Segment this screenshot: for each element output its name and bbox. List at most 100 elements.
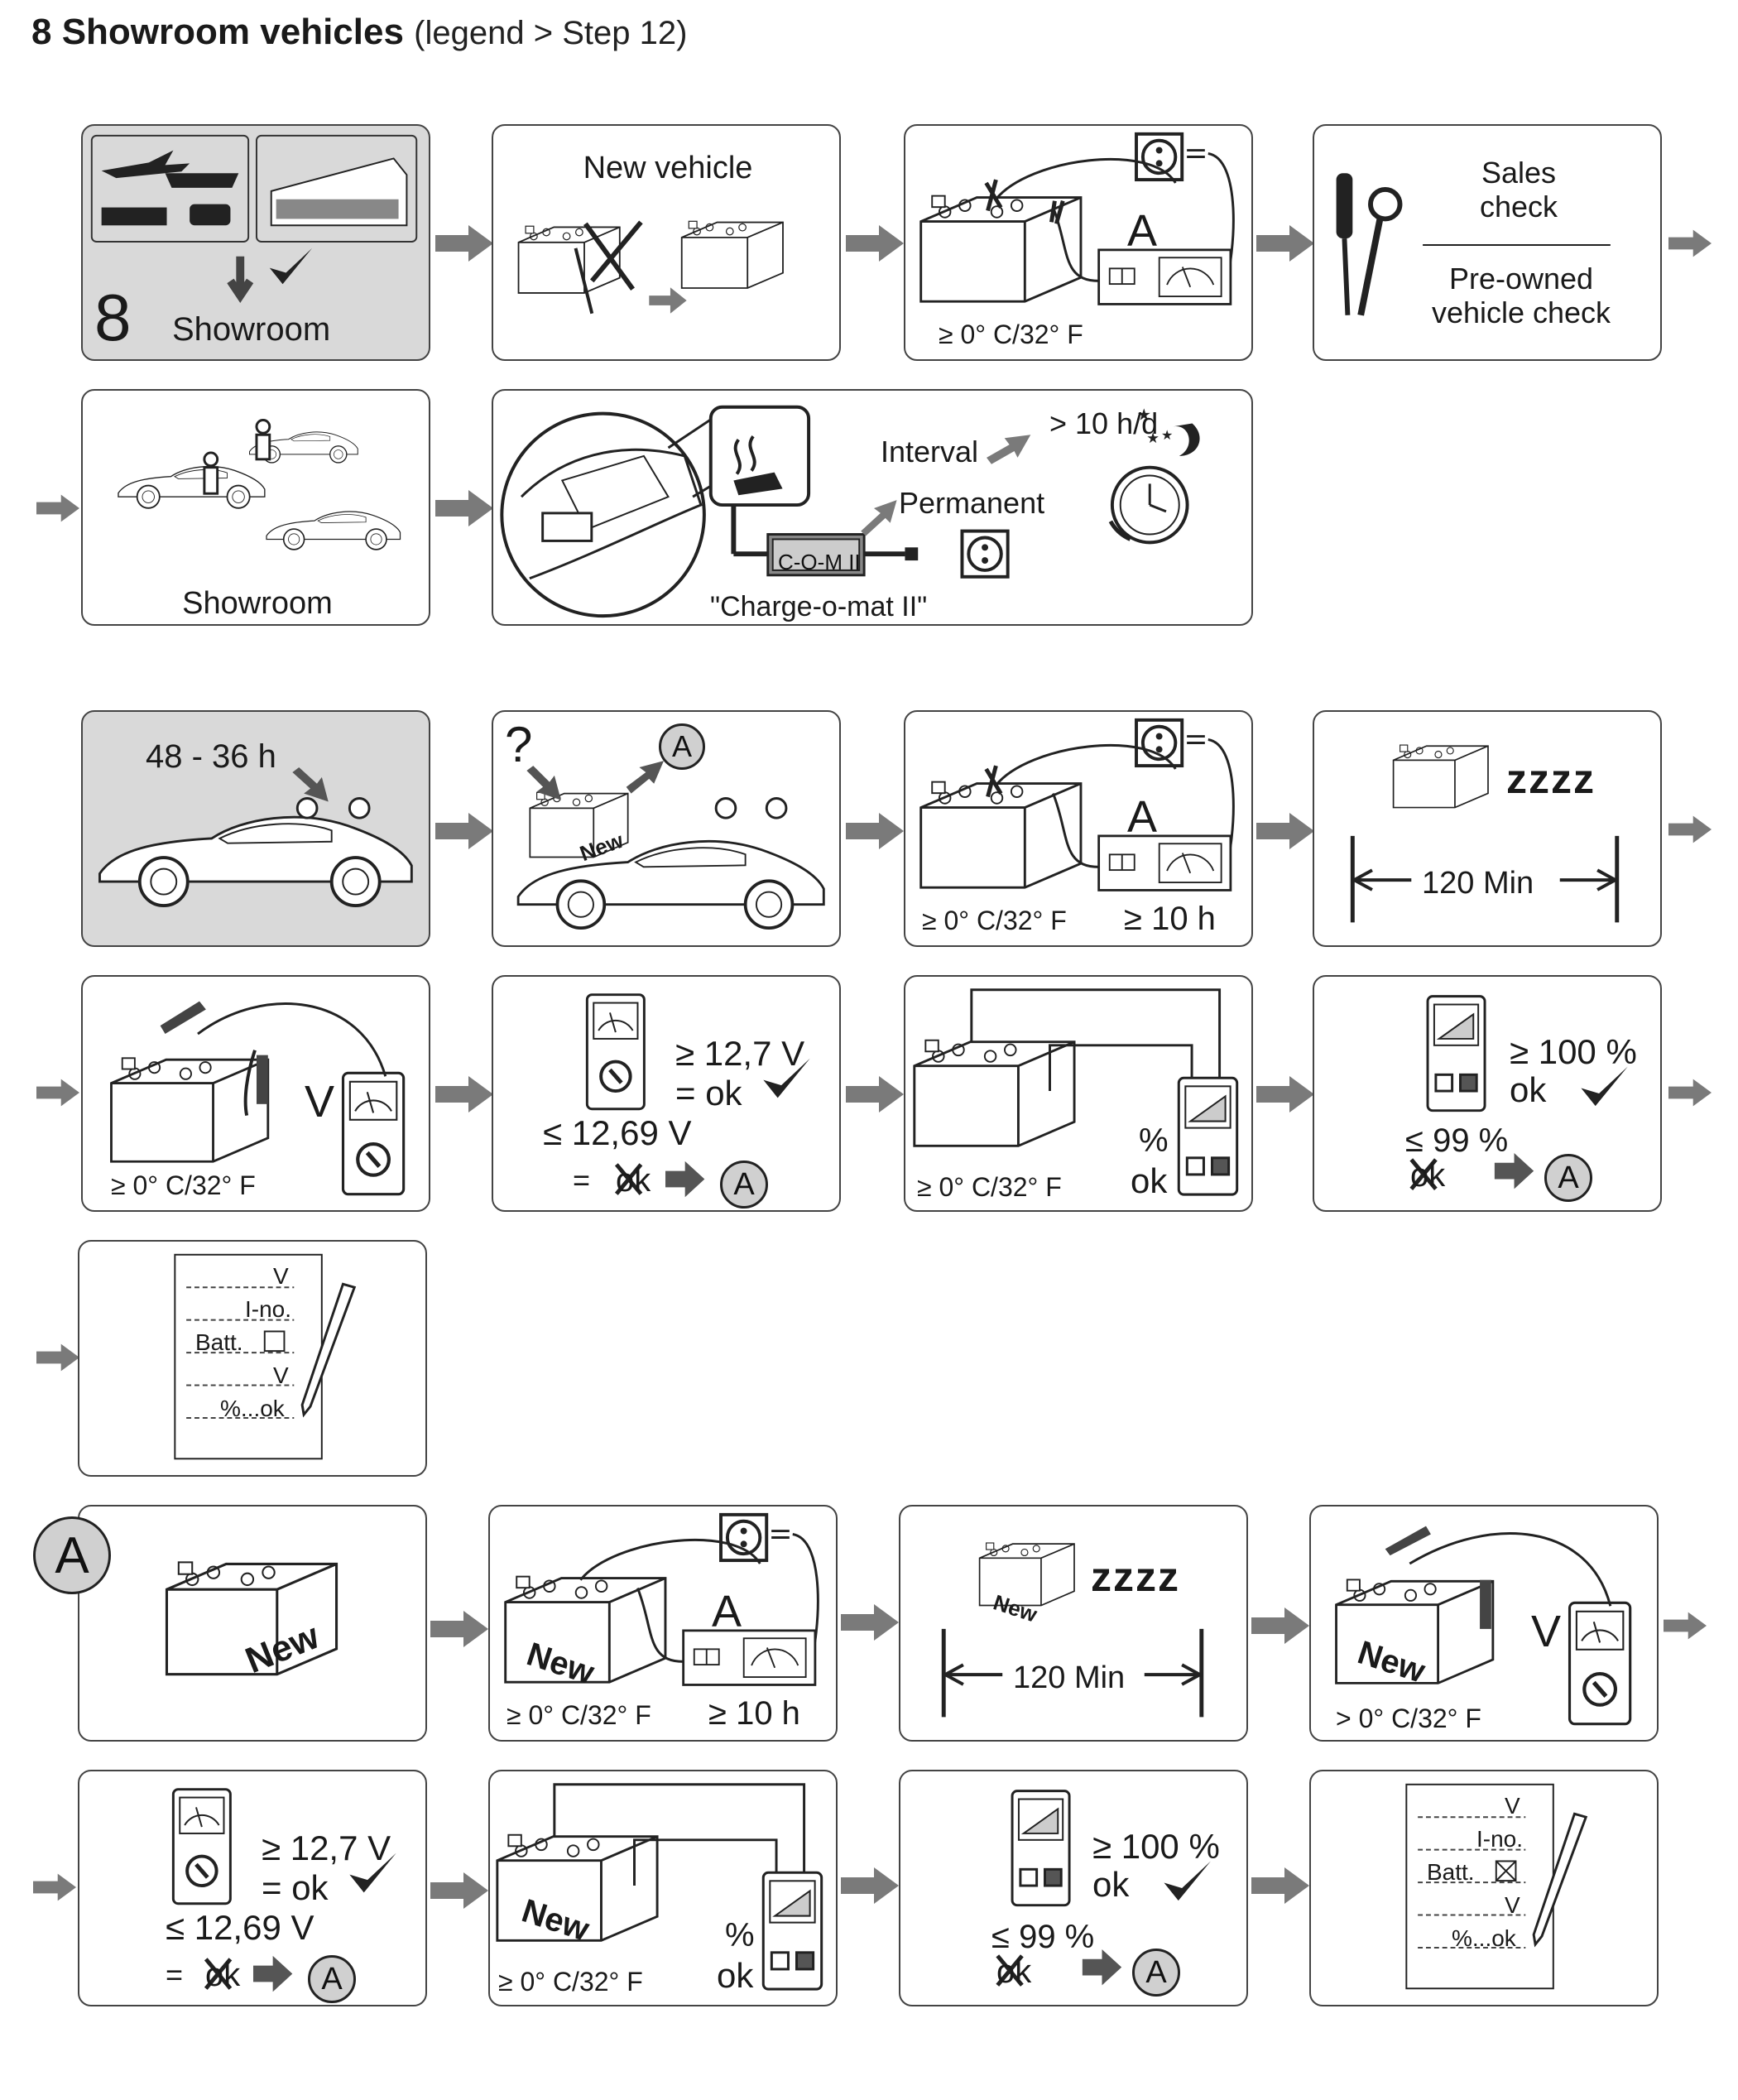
handover-illustration [98,767,414,908]
flow-arrow [36,1343,79,1372]
flow-arrow [435,490,493,526]
panel-new-battery: New [78,1505,427,1742]
panel-soc-test: % ok ≥ 0° C/32° F [904,975,1253,1212]
temp-label: > 0° C/32° F [1336,1704,1481,1733]
panel-charging: A ≥ 0° C/32° F [904,124,1253,361]
flow-arrow [1256,225,1314,262]
svg-text:★: ★ [1161,429,1173,443]
amp-label: A [1127,206,1158,256]
permanent-label: Permanent [899,486,1045,520]
crossed-ok: ok [205,1957,241,1993]
soc-result-illustration [1409,995,1628,1190]
form-field-v2: V [1505,1892,1520,1918]
flow-arrow [1668,1079,1712,1107]
voltage-ok-threshold: ≥ 12,7 V [675,1034,805,1073]
flow-arrow [36,1079,79,1107]
flow-arrow [435,1076,493,1112]
step-number: 8 [94,281,132,354]
crossed-ok: ok [1410,1157,1446,1194]
showroom-label: Showroom [172,311,331,348]
step-a-marker-large: A [33,1516,111,1594]
sleep-zzzz: zzzz [1506,756,1596,802]
new-battery-illustration [516,761,826,930]
flow-arrow [846,813,904,849]
flow-arrow [846,225,904,262]
handover-hours-label: 48 - 36 h [146,738,276,775]
volt-label: V [305,1077,335,1127]
panel-soc-test-new: New % ok ≥ 0° C/32° F [488,1770,838,2006]
hours-per-day-label: > 10 h/d [1049,406,1159,440]
step-a-letter: A [55,1526,89,1584]
charger-illustration [504,1512,819,1686]
panel-voltage-result: ≥ 12,7 V = ok ≤ 12,69 V = ok A [492,975,841,1212]
soc-ok-threshold: ≥ 100 % [1092,1827,1220,1866]
step-a-letter: A [733,1166,755,1202]
equals-sign: = [573,1163,591,1197]
form-field-ino: I-no. [245,1296,292,1322]
flow-arrow [1251,1607,1309,1644]
step-a-letter: A [671,729,692,763]
soc-ok-threshold: ≥ 100 % [1510,1032,1637,1071]
panel-new-vehicle: New vehicle [492,124,841,361]
step-a-letter: A [1145,1954,1167,1990]
percent-label: % [1139,1122,1169,1159]
charger-illustration [919,718,1235,891]
step-a-marker: A [308,1955,356,2003]
record-form-illustration [1405,1783,1587,1990]
flow-arrow [430,1872,488,1909]
equals-sign: = [166,1958,184,1992]
temp-label: ≥ 0° C/32° F [507,1700,651,1730]
panel-rest-120min-new: New zzzz 120 Min [899,1505,1248,1742]
new-vehicle-label: New vehicle [583,151,753,185]
voltage-ok-label: = ok [262,1868,329,1907]
com-label: C-O-M II [778,550,861,574]
flow-arrow [1668,229,1712,257]
voltage-result-illustration [493,977,810,1198]
flow-arrow [1256,813,1314,849]
voltage-low-threshold: ≤ 12,69 V [543,1113,692,1152]
rest-duration-label: 120 Min [1422,866,1534,901]
step-a-marker: A [1132,1949,1180,1997]
form-field-v2: V [273,1362,289,1388]
panel-new-battery-question: ? New A [492,710,841,947]
soc-ok-label: ok [1092,1865,1130,1904]
temp-label: ≥ 0° C/32° F [111,1170,256,1200]
step-a-marker: A [659,723,705,770]
sales-check-label: Sales check [1479,156,1558,224]
ok-label: ok [717,1956,754,1995]
tester-illustration [496,1783,823,1991]
panel-checks: Sales check Pre-owned vehicle check [1313,124,1662,361]
temp-label: ≥ 0° C/32° F [939,320,1083,349]
form-field-ino: I-no. [1476,1826,1524,1852]
percent-label: % [725,1917,755,1953]
charger-illustration [919,132,1235,305]
panel-charge-o-mat: ★ ★ ★ Interval > 10 h/d Permanent C-O-M … [492,389,1253,626]
panel-soc-result-new: ≥ 100 % ok ≤ 99 % ok A [899,1770,1248,2006]
preowned-check-label: Pre-owned vehicle check [1431,262,1611,330]
question-mark: ? [505,717,533,772]
panel-handover: 48 - 36 h [81,710,430,947]
charge-duration-label: ≥ 10 h [1124,901,1216,937]
flow-arrow [1664,1612,1707,1640]
panel-charging-10h: A ≥ 0° C/32° F ≥ 10 h [904,710,1253,947]
temp-label: ≥ 0° C/32° F [917,1172,1062,1202]
form-field-v: V [273,1263,289,1289]
charge-o-mat-illustration: ★ ★ ★ [500,405,1200,618]
panel-voltage-measure-new: New V > 0° C/32° F [1309,1505,1659,1742]
panel-showroom-arrival: 8 Showroom [81,124,430,361]
step-a-marker: A [720,1161,768,1209]
voltage-ok-label: = ok [675,1074,742,1112]
charge-o-mat-label: "Charge-o-mat II" [710,591,928,622]
panel-record-form-new: V I-no. Batt. V %...ok [1309,1770,1659,2006]
panel-soc-result: ≥ 100 % ok ≤ 99 % ok A [1313,975,1662,1212]
flow-arrow [36,494,79,522]
svg-text:★: ★ [1136,406,1151,424]
soc-ok-label: ok [1510,1070,1547,1109]
flow-arrow [430,1611,488,1647]
panel-showroom: Showroom [81,389,430,626]
flow-arrow [846,1076,904,1112]
panel-record-form: V I-no. Batt. V %...ok [78,1240,427,1477]
panel-charging-new: A New ≥ 0° C/32° F ≥ 10 h [488,1505,838,1742]
page-title: 8 Showroom vehicles (legend > Step 12) [31,12,687,53]
voltmeter-illustration [1335,1526,1657,1740]
